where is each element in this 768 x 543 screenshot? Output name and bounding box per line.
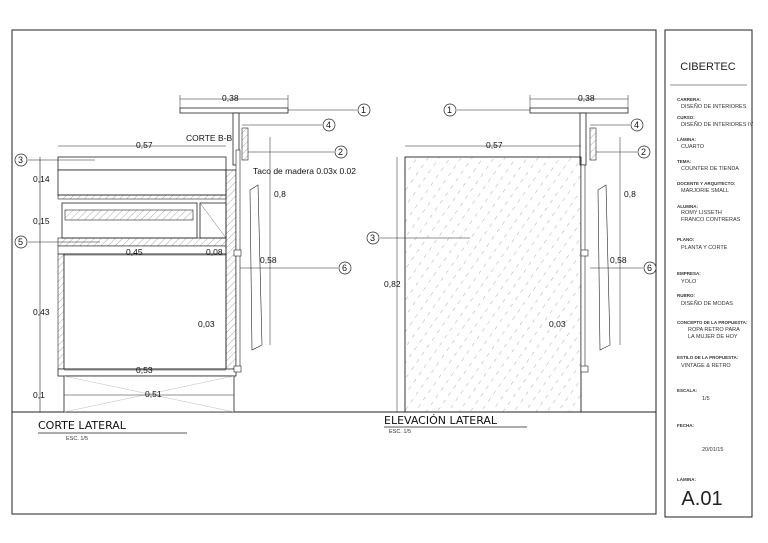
svg-text:2: 2 (338, 147, 343, 157)
field-label-carrera: CARRERA: (677, 97, 702, 102)
callout-2-right (637, 145, 651, 159)
svg-text:3: 3 (18, 155, 23, 165)
dim-top-038-left: 0,38 (222, 93, 239, 103)
callout-2-left (334, 145, 348, 159)
field-value-rubro: DISEÑO DE MODAS (681, 300, 733, 307)
callout-5-left (14, 235, 28, 249)
view-title-left: CORTE LATERAL (38, 419, 127, 432)
field-label-curso: CURSO: (677, 115, 695, 120)
top-shelf (179, 107, 289, 114)
field-value-alumna-1: ROMY LISSETH (681, 210, 722, 216)
dim-side-058-right: 0,58 (610, 255, 627, 265)
dim-width-057-left: 0,57 (136, 140, 153, 150)
dim-top-038-right: 0,38 (578, 93, 595, 103)
callout-3-left (14, 153, 28, 167)
view-title-right: ELEVACIÓN LATERAL (384, 414, 498, 427)
elevacion-lateral-view: 0,38 0,57 0,82 0,8 0,58 0,03 1 2 3 4 6 E… (366, 93, 657, 435)
field-label-lamina-2: LÁMINA: (677, 476, 696, 482)
dim-h-015: 0,15 (33, 216, 50, 226)
callout-4-right (630, 118, 644, 132)
counter-elevation (404, 156, 582, 413)
lower-cabinet (63, 253, 227, 370)
field-value-estilo: VINTAGE & RETRO (681, 363, 731, 369)
field-value-tema: COUNTER DE TIENDA (681, 166, 739, 172)
svg-text:6: 6 (647, 263, 652, 273)
view-scale-left: ESC. 1/5 (66, 436, 88, 442)
field-label-escala: ESCALA: (677, 388, 698, 393)
field-label-tema: TEMA: (677, 159, 692, 164)
callout-1-left (357, 103, 371, 117)
callout-1-right (443, 103, 457, 117)
svg-text:5: 5 (18, 237, 23, 247)
field-label-lamina-1: LÁMINA: (677, 136, 696, 142)
svg-text:6: 6 (342, 263, 347, 273)
dim-inner-053: 0,53 (136, 365, 153, 375)
drawing-frame (11, 29, 657, 515)
callout-3-right (366, 231, 380, 245)
field-label-estilo: ESTILO DE LA PROPUESTA: (677, 355, 739, 360)
callout-6-left (338, 261, 352, 275)
company-name: CIBERTEC (680, 61, 735, 73)
dim-inner-008: 0,08 (206, 247, 223, 257)
dim-side-003-right: 0,03 (549, 319, 566, 329)
dim-side-08-right: 0,8 (624, 189, 636, 199)
drawer (61, 202, 198, 239)
dim-inner-045: 0,45 (126, 247, 143, 257)
dim-h-043: 0,43 (33, 307, 50, 317)
dim-side-003-left: 0,03 (198, 319, 215, 329)
field-value-alumna-2: FRANCO CONTRERAS (681, 217, 741, 223)
field-value-docente: MARJORIE SMALL (681, 188, 729, 194)
field-label-empresa: EMPRESA: (677, 271, 701, 276)
field-label-docente: DOCENTE Y ARQUITECTO: (677, 181, 736, 186)
dim-side-08-left: 0,8 (274, 189, 286, 199)
svg-text:3: 3 (370, 233, 375, 243)
wood-block-note: Taco de madera 0.03x 0.02 (253, 166, 356, 176)
dim-width-057-right: 0,57 (486, 140, 503, 150)
section-label: CORTE B-B (186, 133, 232, 143)
title-block-frame (664, 29, 753, 518)
field-label-fecha: FECHA: (677, 423, 694, 428)
field-label-concepto: CONCEPTO DE LA PROPUESTA: (677, 320, 748, 325)
svg-text:2: 2 (641, 147, 646, 157)
field-value-plano: PLANTA Y CORTE (681, 245, 728, 251)
field-label-plano: PLANO: (677, 237, 695, 242)
callout-6-right (643, 261, 657, 275)
field-value-empresa: YOLO (681, 279, 697, 285)
top-shelf-right (529, 107, 629, 114)
dim-inner-051: 0,51 (145, 389, 162, 399)
view-scale-right: ESC. 1/5 (389, 429, 411, 435)
svg-text:4: 4 (634, 120, 639, 130)
side-panel (225, 169, 237, 371)
field-value-carrera: DISEÑO DE INTERIORES (681, 103, 747, 110)
field-value-curso: DISEÑO DE INTERIORES IV (681, 121, 753, 128)
field-value-escala: 1/5 (702, 396, 710, 402)
svg-text:1: 1 (361, 105, 366, 115)
sheet-number: A.01 (681, 488, 722, 510)
svg-text:4: 4 (326, 120, 331, 130)
dim-h-01: 0,1 (33, 390, 45, 400)
field-value-concepto-2: LA MUJER DE HOY (688, 334, 738, 340)
field-label-alumna: ALUMNA: (677, 204, 698, 209)
callout-4-left (322, 118, 336, 132)
dim-side-058-left: 0,58 (260, 255, 277, 265)
dim-h-082: 0,82 (384, 279, 401, 289)
field-label-rubro: RUBRO: (677, 293, 695, 298)
dim-h-014: 0,14 (33, 174, 50, 184)
corte-lateral-view: 0,38 0,57 0,14 0,15 0,43 0,1 0,45 0,08 0… (14, 93, 371, 442)
field-value-fecha: 20/01/15 (702, 447, 723, 453)
field-value-lamina-1: CUARTO (681, 144, 705, 150)
svg-text:1: 1 (447, 105, 452, 115)
title-block: CIBERTEC CARRERA: DISEÑO DE INTERIORES C… (670, 61, 753, 510)
counter-top (57, 156, 227, 171)
field-value-concepto-1: ROPA RETRO PARA (688, 327, 740, 333)
